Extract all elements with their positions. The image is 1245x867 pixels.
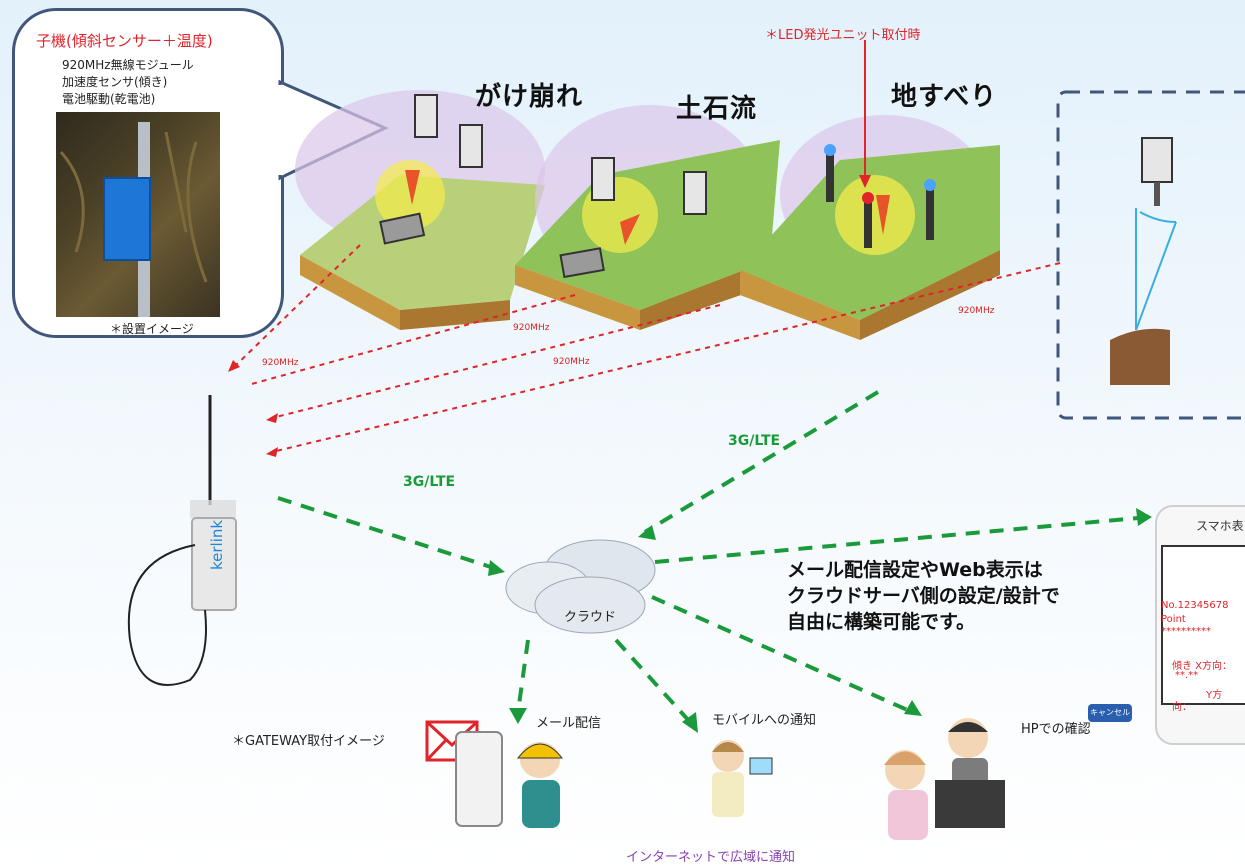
mail-delivery-label: メール配信 [536,716,602,731]
phone-id: No.12345678 [1161,600,1229,611]
debris-flow-scene [515,105,780,330]
office-workers-icon [884,718,1005,840]
slope-failure-scene [295,90,545,330]
phone-title: スマホ表 [1196,519,1244,533]
phone-tilt-x-value: **.** [1175,670,1199,681]
hazard-label-slope-failure: がけ崩れ [475,82,584,112]
message-line-1: メール配信設定やWeb表示は [787,559,1043,581]
hp-check-label: HPでの確認 [1021,722,1091,737]
radio-links [232,244,1061,453]
sensor-spec-radio: 920MHz無線モジュール [62,58,194,72]
mobile-notify-label: モバイルへの通知 [712,713,817,728]
message-line-2: クラウドサーバ側の設定/設計で [787,585,1060,607]
phone-point-value: ********** [1161,626,1211,637]
freq-label-3: 920MHz [553,357,590,367]
phone-point: Point [1161,614,1186,625]
phone-tilt-y: Y方 [1206,690,1223,701]
hazard-label-landslide: 地すべり [891,82,998,112]
message-line-3: 自由に構築可能です。 [787,611,976,633]
lte-label-sensor: 3G/LTE [728,433,781,449]
install-image-caption: ＊設置イメージ [110,322,194,336]
lte-links [277,390,1139,724]
phone-screen [1161,545,1245,705]
freq-label-4: 920MHz [958,306,995,316]
phone-tilt-y-label: 向： [1172,702,1192,713]
led-unit-note: ＊LED発光ユニット取付時 [765,28,921,43]
sensor-spec-accel: 加速度センサ(傾き) [62,75,168,89]
worker-icon [516,742,564,828]
tilt-detail-frame [1056,90,1245,420]
cloud-icon [505,539,656,634]
gateway-caption: ＊GATEWAY取付イメージ [232,734,385,749]
sensor-install-photo [56,112,220,317]
cancel-button[interactable]: キャンセル [1088,704,1132,722]
mobile-phone-icon [455,731,503,827]
hazard-label-debris-flow: 土石流 [676,94,758,124]
freq-label-2: 920MHz [262,358,299,368]
internet-note: インターネットで広域に通知 [626,850,796,865]
phone-tilt-x: 傾き X方向： [1172,661,1233,672]
lte-label-gateway: 3G/LTE [403,474,456,490]
gateway-brand-label: kerlink [208,520,226,570]
gateway-device: kerlink [127,395,237,686]
sensor-spec-battery: 電池駆動(乾電池) [62,92,156,106]
mobile-user-icon [712,740,773,817]
sensor-title: 子機(傾斜センサー＋温度) [36,32,213,50]
freq-label-1: 920MHz [513,323,550,333]
cloud-label: クラウド [564,610,617,625]
